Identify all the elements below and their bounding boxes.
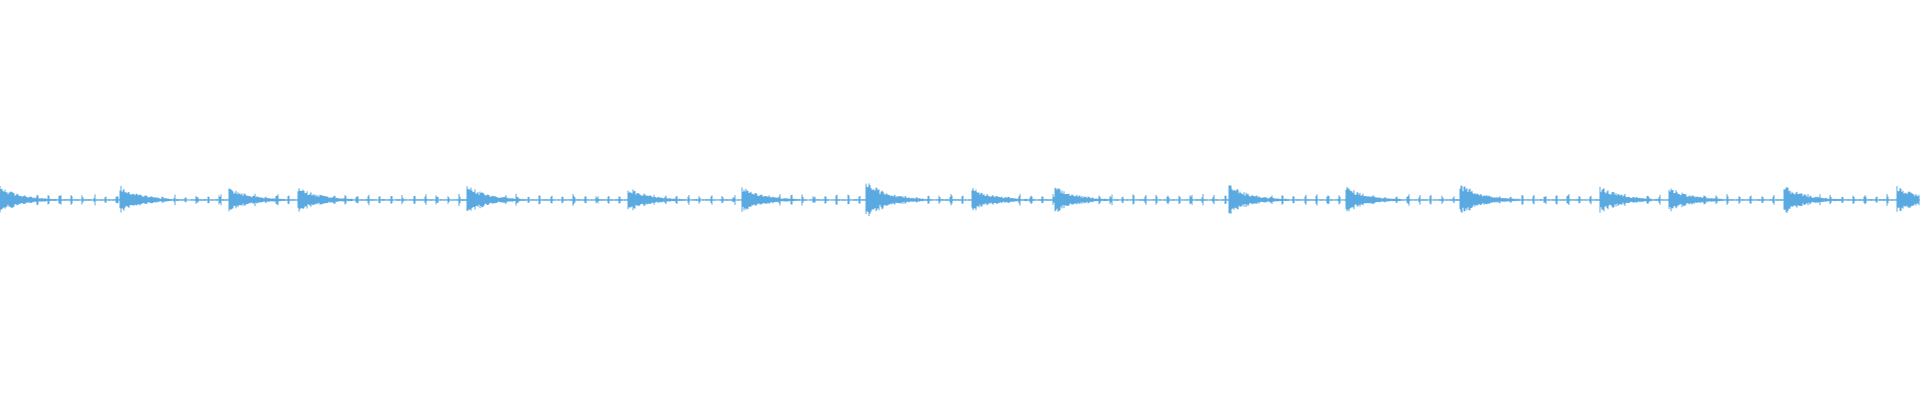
waveform-trace bbox=[0, 183, 1920, 216]
